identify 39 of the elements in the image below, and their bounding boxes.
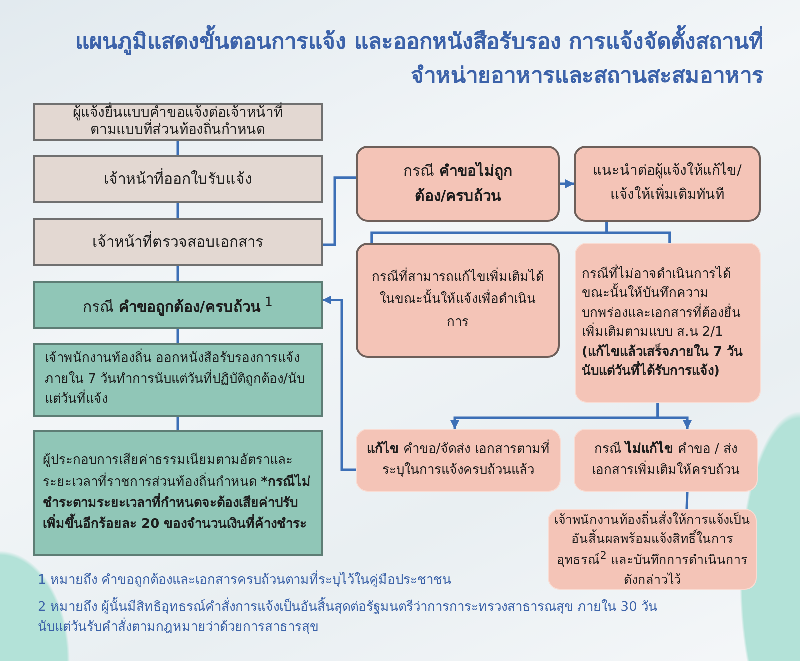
box-text: แนะนำต่อผู้แจ้งให้แก้ไข/แจ้งให้เพิ่มเติมทันที xyxy=(592,162,743,205)
box-text: กรณี คำขอไม่ถูกต้อง/ครบถ้วน xyxy=(402,160,514,207)
result-box xyxy=(33,343,323,417)
connector-line xyxy=(176,141,180,155)
arrow xyxy=(560,180,574,188)
connector-line xyxy=(606,222,672,243)
box-text: กรณีที่ไม่อาจดำเนินการได้ขณะนั้นให้บันทึกความบกพร่องและเอกสารที่ต้องยื่นเพิ่มเติมตามแบบ ส.น 2/1 (แก้ไขแล้วเสร็จภายใน 7 วัน นับแต่วันที่ได้รับการแจ้ง) xyxy=(582,264,744,381)
process-box xyxy=(33,155,323,203)
connector-line xyxy=(686,492,689,510)
case-box xyxy=(575,243,761,403)
connector-line xyxy=(176,329,180,343)
connector-line xyxy=(176,417,180,430)
connector-line xyxy=(323,176,356,246)
arrow xyxy=(322,296,356,472)
connector-line xyxy=(176,266,180,281)
result-box xyxy=(33,430,323,556)
box-text: เจ้าพนักงานท้องถิ่นสั่งให้การแจ้งเป็นอันสิ้นผลพร้อมแจ้งสิทธิ์ในการอุทธรณ์$^{2}$ และบันทึกการดำเนินการดังกล่าวไว้ xyxy=(554,510,752,589)
box-text: กรณี คำขอถูกต้อง/ครบถ้วน $^{1}$ xyxy=(83,292,273,318)
box-text: ผู้แจ้งยื่นแบบคำขอแจ้งต่อเจ้าหน้าที่ตามแบบที่ส่วนท้องถิ่นกำหนด xyxy=(62,105,294,139)
box-text: เจ้าพนักงานท้องถิ่น ออกหนังสือรับรองการแจ้งภายใน 7 วันทำการนับแต่วันที่ปฏิบัติถูกต้อง/นับแต่วันที่แจ้ง xyxy=(45,348,306,410)
process-box xyxy=(33,103,323,141)
box-text: กรณี ไม่แก้ไข คำขอ / ส่งเอกสารเพิ่มเติมให้ครบถ้วน xyxy=(591,440,741,480)
footnote: 1 หมายถึง คำขอถูกต้องและเอกสารครบถ้วนตามที่ระบุไว้ในคู่มือประชาชน xyxy=(38,571,452,592)
box-text: เจ้าหน้าที่ออกใบรับแจ้ง xyxy=(104,168,252,190)
case-box xyxy=(356,243,560,358)
arrow xyxy=(656,403,692,430)
footnote: 2 หมายถึง ผู้นั้นมีสิทธิอุทธรณ์คำสั่งการแจ้งเป็นอันสิ้นสุดต่อรัฐมนตรีว่าการการะทรวงสาธารณสุข ภายใน 30 วัน นับแต่วันรับคำสั่งตามกฎหมายว่าด้วยการสาธารสุข xyxy=(38,598,678,638)
case-box xyxy=(356,146,560,222)
connector-line xyxy=(176,203,180,218)
case-box xyxy=(574,429,758,492)
box-text: ผู้ประกอบการเสียค่าธรรมเนียมตามอัตราและระยะเวลาที่ราชการส่วนท้องถิ่นกำหนด *กรณีไม่ชำระตามระยะเวลาที่กำหนดจะต้องเสียค่าปรับเพิ่มขึ้นอีกร้อยละ 20 ของจำนวนเงินที่ค้างชำระ xyxy=(43,452,312,534)
box-text: แก้ไข คำขอ/จัดส่ง เอกสารตามที่ระบุในการแจ้งครบถ้วนแล้ว xyxy=(366,440,551,480)
case-box xyxy=(574,146,761,222)
case-box xyxy=(356,429,561,492)
box-text: กรณีที่สามารถแก้ไขเพิ่มเติมได้ในขณะนั้นให้แจ้งเพื่อดำเนินการ xyxy=(370,267,546,334)
process-box xyxy=(33,218,323,266)
result-box xyxy=(33,281,323,329)
diagram-title: แผนภูมิแสดงขั้นตอนการแจ้ง และออกหนังสือรับรอง การแจ้งจัดตั้งสถานที่จำหน่ายอาหารและสถานสะสมอาหาร xyxy=(22,26,764,94)
box-text: เจ้าหน้าที่ตรวจสอบเอกสาร xyxy=(92,232,264,252)
